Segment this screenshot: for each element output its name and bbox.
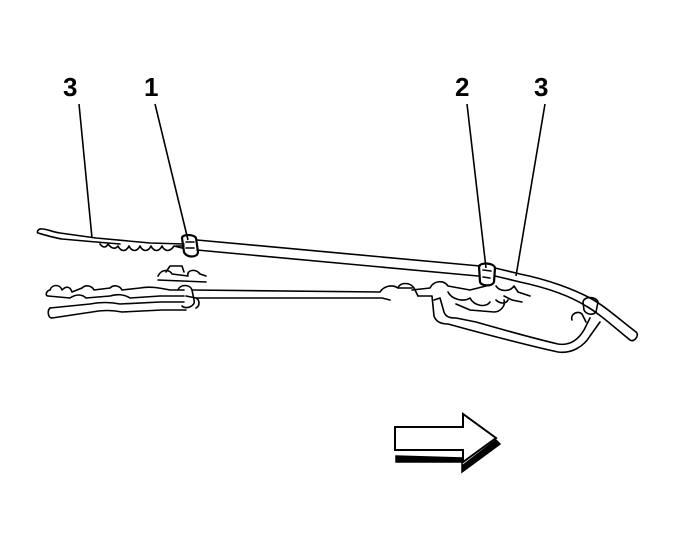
clip-1 <box>175 233 200 258</box>
callout-3-right: 3 <box>534 72 548 102</box>
leader-2 <box>466 103 487 269</box>
mid-bracket-left <box>157 265 207 283</box>
clip-2 <box>477 262 497 287</box>
right-arrow-icon <box>394 412 502 474</box>
harness-right <box>494 267 639 342</box>
callout-3-left: 3 <box>63 72 77 102</box>
right-bracket <box>411 280 601 354</box>
leader-1 <box>154 103 189 241</box>
harness-left <box>36 228 185 252</box>
callout-1: 1 <box>144 72 158 102</box>
leader-3-left <box>78 103 93 239</box>
leader-3-right <box>515 103 546 277</box>
callout-2: 2 <box>455 72 469 102</box>
long-rail <box>196 239 481 277</box>
roof-bow <box>45 282 419 319</box>
